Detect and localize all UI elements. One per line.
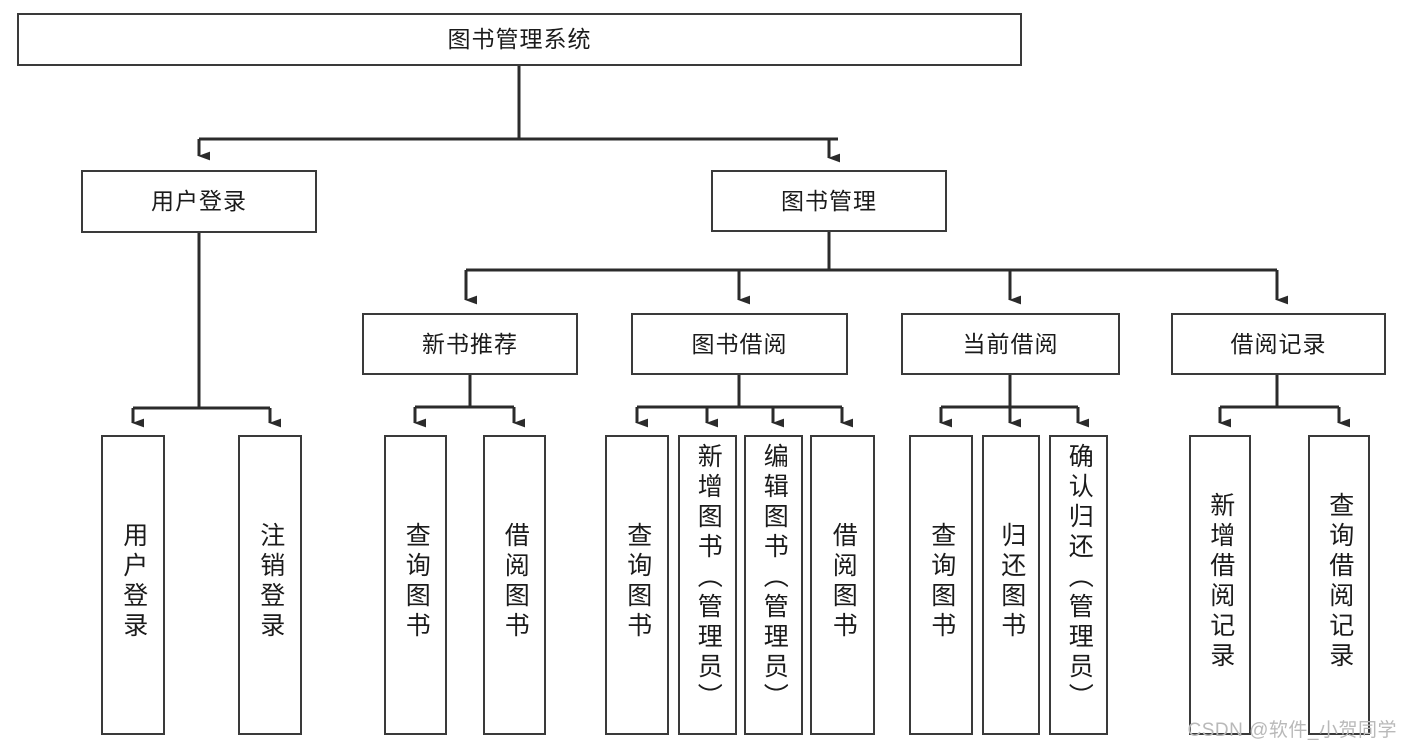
node-label: 确认归还（管理员） [1065,443,1094,713]
node-label: 新增图书（管理员） [694,443,723,713]
csdn-watermark: CSDN @软件_小贺同学 [1187,720,1397,741]
node-user-login[interactable]: 用户登录 [81,170,317,233]
leaf-user-login-login[interactable]: 用户登录 [101,435,165,735]
node-label: 新增借阅记录 [1206,492,1235,672]
node-root-book-management-system[interactable]: 图书管理系统 [17,13,1022,66]
leaf-new-book-query-book[interactable]: 查询图书 [384,435,447,735]
node-label: 借阅图书 [829,522,858,642]
node-label: 查询图书 [927,522,956,642]
node-book-borrow[interactable]: 图书借阅 [631,313,848,375]
leaf-user-login-logout[interactable]: 注销登录 [238,435,302,735]
node-label: 用户登录 [151,188,247,214]
leaf-new-book-borrow-book[interactable]: 借阅图书 [483,435,546,735]
node-current-borrow[interactable]: 当前借阅 [901,313,1120,375]
leaf-borrow-record-query-record[interactable]: 查询借阅记录 [1308,435,1370,735]
node-label: 编辑图书（管理员） [760,443,789,713]
leaf-book-borrow-borrow-book[interactable]: 借阅图书 [810,435,875,735]
node-label: 查询图书 [623,522,652,642]
leaf-current-borrow-query-book[interactable]: 查询图书 [909,435,973,735]
leaf-book-borrow-edit-book-admin[interactable]: 编辑图书（管理员） [744,435,803,735]
node-label: 归还图书 [997,522,1026,642]
node-label: 当前借阅 [962,330,1059,357]
node-label: 查询借阅记录 [1325,492,1354,672]
node-label: 图书借阅 [691,330,788,357]
leaf-book-borrow-query-book[interactable]: 查询图书 [605,435,669,735]
node-label: 图书管理系统 [447,26,592,52]
node-label: 借阅图书 [501,522,530,642]
node-label: 用户登录 [119,522,148,642]
node-label: 新书推荐 [422,330,518,357]
node-borrow-record[interactable]: 借阅记录 [1171,313,1386,375]
leaf-book-borrow-add-book-admin[interactable]: 新增图书（管理员） [678,435,737,735]
node-label: 查询图书 [402,522,431,642]
node-book-management[interactable]: 图书管理 [711,170,947,232]
node-label: 图书管理 [781,187,877,214]
node-label: 借阅记录 [1230,330,1327,357]
node-label: 注销登录 [256,522,285,642]
node-new-book-recommend[interactable]: 新书推荐 [362,313,578,375]
leaf-current-borrow-return-book[interactable]: 归还图书 [982,435,1040,735]
leaf-current-borrow-confirm-return-admin[interactable]: 确认归还（管理员） [1049,435,1108,735]
leaf-borrow-record-add-record[interactable]: 新增借阅记录 [1189,435,1251,735]
